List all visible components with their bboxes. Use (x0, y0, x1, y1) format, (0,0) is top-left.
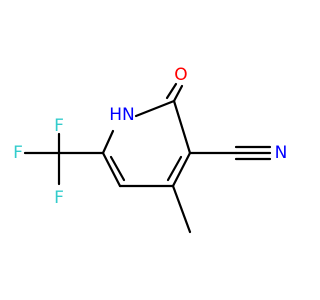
oxygen-atom-label: O (174, 65, 187, 85)
ring-nh-atom-label: HN (109, 105, 135, 125)
bond-c3-c4-ring (171, 151, 192, 188)
bond-c3-c4-inner (166, 155, 183, 182)
bond-carbonyl-b (165, 82, 178, 100)
fluorine-bottom-atom-label: F (54, 188, 64, 208)
canvas-background (0, 0, 300, 300)
bond-carbonyl-a (172, 84, 184, 103)
nitrile-nitrogen-atom-label: N (275, 143, 288, 163)
molecule-structure: O HN N F F F (0, 0, 300, 300)
bond-c5-c6-inner (109, 155, 126, 182)
bond-c6-n1-ring (101, 129, 115, 155)
fluorine-left-atom-label: F (13, 143, 23, 163)
bond-n1-c2-ring (134, 99, 176, 118)
fluorine-top-atom-label: F (54, 116, 64, 136)
bond-c5-c6-ring (101, 151, 122, 188)
bond-c4-methyl (171, 184, 192, 234)
bond-c2-c3-ring (172, 99, 192, 155)
